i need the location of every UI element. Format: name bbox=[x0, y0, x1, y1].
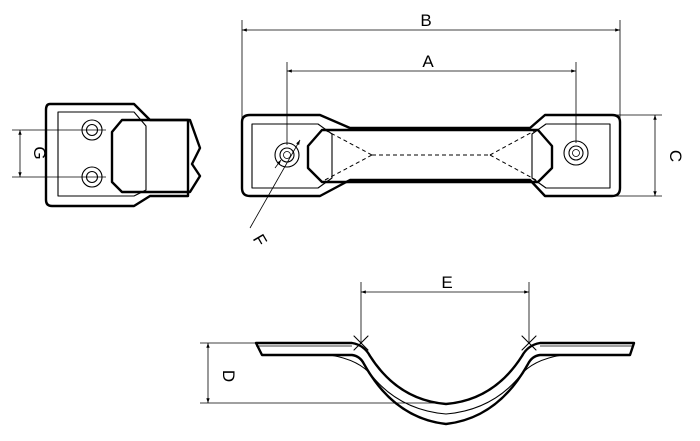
top-view: B A C F bbox=[240, 11, 685, 249]
dim-label-g: G bbox=[30, 146, 49, 159]
front-view: E D bbox=[200, 273, 636, 426]
dim-label-f: F bbox=[249, 231, 271, 249]
dim-label-e: E bbox=[441, 273, 452, 292]
dim-label-a: A bbox=[422, 52, 434, 71]
dim-label-b: B bbox=[420, 11, 431, 30]
dim-label-d: D bbox=[219, 370, 238, 382]
dim-label-c: C bbox=[666, 150, 685, 162]
end-view: G bbox=[12, 102, 202, 208]
